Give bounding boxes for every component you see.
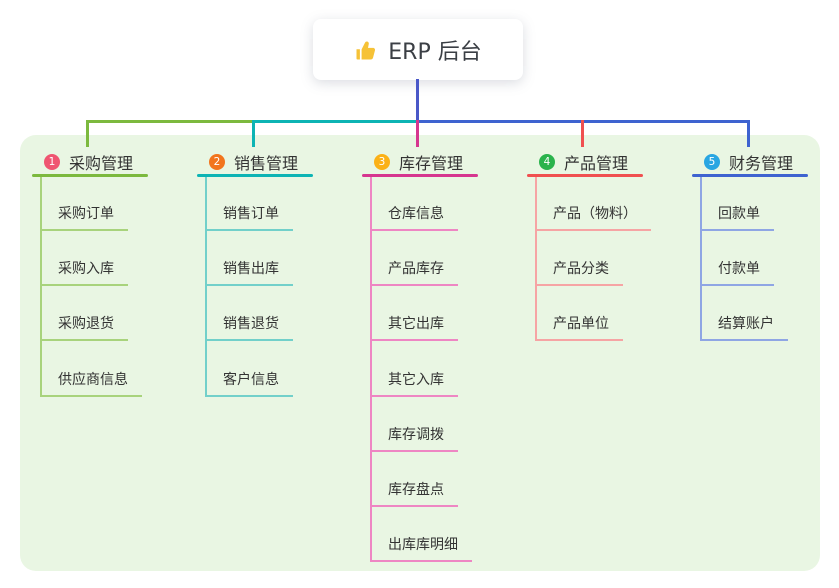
branch-underline [362, 174, 478, 177]
child-node[interactable]: 其它出库 [370, 309, 458, 342]
branch-underline [527, 174, 643, 177]
child-node[interactable]: 其它入库 [370, 365, 458, 397]
elbow-branch-4 [581, 120, 584, 147]
thumbs-up-icon [354, 39, 378, 63]
branch-label: 产品管理 [564, 154, 629, 173]
branch-badge: 2 [209, 154, 225, 170]
child-node[interactable]: 结算账户 [700, 309, 788, 342]
branch-badge: 1 [44, 154, 60, 170]
child-node[interactable]: 付款单 [700, 254, 774, 287]
child-node[interactable]: 客户信息 [205, 365, 293, 397]
branch-underline [197, 174, 313, 177]
hline-branch-1 [86, 120, 254, 123]
child-node[interactable]: 销售退货 [205, 309, 293, 342]
branch-label: 采购管理 [69, 154, 134, 173]
child-node[interactable]: 库存调拨 [370, 420, 458, 452]
branch-badge: 3 [374, 154, 390, 170]
child-node[interactable]: 仓库信息 [370, 199, 458, 231]
child-node[interactable]: 出库库明细 [370, 530, 472, 563]
elbow-branch-5 [747, 120, 750, 147]
branch-node-4[interactable]: 4 产品管理 [539, 150, 628, 174]
branch-label: 销售管理 [234, 154, 299, 173]
branch-node-1[interactable]: 1 采购管理 [44, 150, 133, 174]
child-node[interactable]: 销售出库 [205, 254, 293, 287]
root-node[interactable]: ERP 后台 [313, 19, 523, 80]
root-title: ERP 后台 [388, 39, 482, 65]
child-node[interactable]: 产品（物料） [535, 199, 651, 231]
elbow-branch-1 [86, 120, 89, 147]
branch-node-3[interactable]: 3 库存管理 [374, 150, 463, 174]
elbow-branch-2 [252, 120, 255, 147]
branch-label: 财务管理 [729, 154, 794, 173]
child-node[interactable]: 库存盘点 [370, 475, 458, 507]
child-node[interactable]: 供应商信息 [40, 365, 142, 397]
child-node[interactable]: 采购退货 [40, 309, 128, 342]
children-connector-line [370, 177, 372, 563]
child-node[interactable]: 产品库存 [370, 254, 458, 287]
child-node[interactable]: 销售订单 [205, 199, 293, 231]
branch-label: 库存管理 [399, 154, 464, 173]
child-node[interactable]: 采购入库 [40, 254, 128, 287]
branch-underline [692, 174, 808, 177]
mindmap-panel [20, 135, 820, 571]
children-connector-line [40, 177, 42, 397]
child-node[interactable]: 产品单位 [535, 309, 623, 342]
root-connector-line [416, 79, 419, 123]
branch-node-5[interactable]: 5 财务管理 [704, 150, 793, 174]
branch-badge: 5 [704, 154, 720, 170]
branch-badge: 4 [539, 154, 555, 170]
hline-branch-2 [253, 120, 417, 123]
child-node[interactable]: 回款单 [700, 199, 774, 231]
elbow-branch-3 [416, 120, 419, 147]
children-connector-line [205, 177, 207, 397]
branch-underline [32, 174, 148, 177]
child-node[interactable]: 产品分类 [535, 254, 623, 287]
child-node[interactable]: 采购订单 [40, 199, 128, 231]
children-connector-line [535, 177, 537, 342]
children-connector-line [700, 177, 702, 342]
branch-node-2[interactable]: 2 销售管理 [209, 150, 298, 174]
